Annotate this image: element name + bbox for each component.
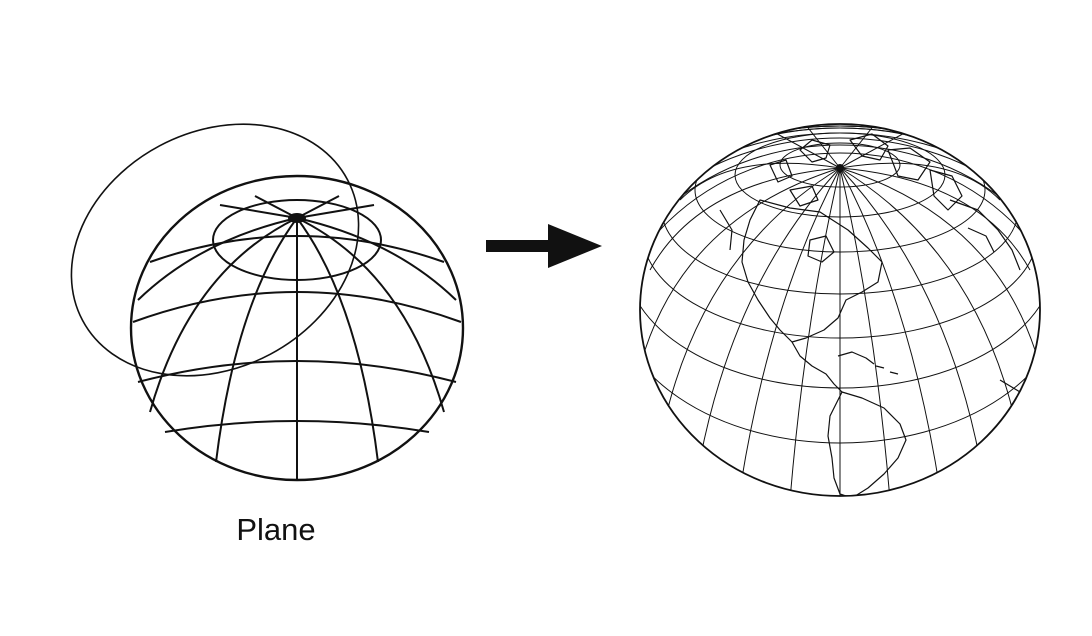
plane-caption: Plane	[236, 512, 316, 547]
right-graticule	[640, 124, 1040, 496]
right-north-pole-dot	[836, 164, 844, 172]
polar-world-globe-icon	[639, 123, 1041, 497]
north-pole-dot	[288, 213, 306, 223]
projection-plane	[70, 123, 360, 377]
right-arrow-icon	[486, 224, 602, 268]
left-meridian-lines	[137, 195, 457, 480]
globe-with-plane-icon	[70, 123, 465, 482]
continent-outlines	[719, 133, 1033, 496]
